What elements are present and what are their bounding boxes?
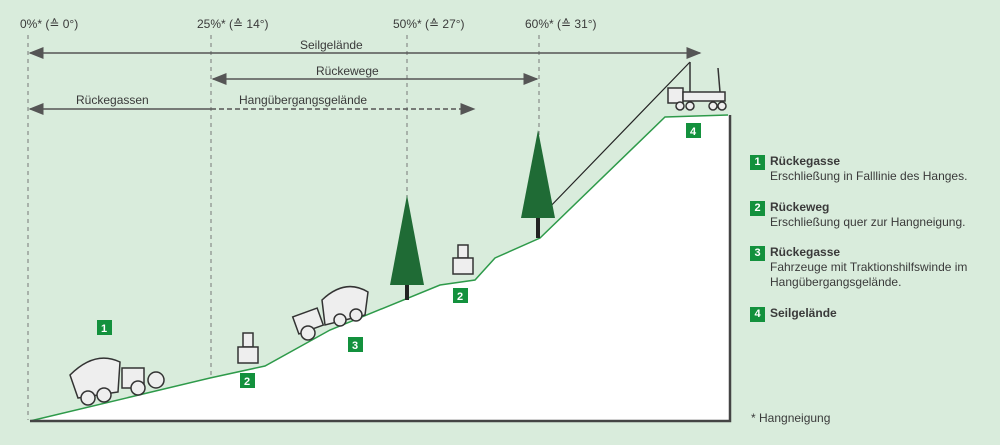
legend-item-4: 4 Seilgelände — [750, 306, 837, 322]
rueckegassen-label: Rückegassen — [76, 93, 149, 107]
forwarder-icon — [69, 357, 165, 406]
legend-title: Rückegasse — [770, 154, 841, 168]
forwarder-icon — [291, 285, 369, 341]
tree-icon — [390, 195, 424, 300]
slope-label-0: 0%* (≙ 0°) — [20, 17, 78, 31]
tractor-icon — [452, 244, 474, 275]
seil-label: Seilgelände — [300, 38, 363, 52]
slope-label-50: 50%* (≙ 27°) — [393, 17, 465, 31]
tractor-icon — [237, 332, 259, 364]
cable-line — [544, 61, 691, 213]
slope-label-25: 25%* (≙ 14°) — [197, 17, 269, 31]
hang-label: Hangübergangsgelände — [239, 93, 367, 107]
marker-4: 4 — [686, 123, 701, 138]
hillside — [30, 115, 730, 421]
marker-2b: 2 — [453, 288, 468, 303]
legend-badge: 1 — [750, 155, 765, 170]
svg-text:2: 2 — [244, 376, 250, 388]
cable-yarder-icon — [667, 62, 727, 111]
legend-badge: 4 — [750, 307, 765, 322]
tree-icon — [521, 130, 555, 238]
marker-2: 2 — [240, 373, 255, 388]
legend-title: Rückeweg — [770, 200, 830, 214]
svg-text:1: 1 — [101, 323, 107, 335]
svg-text:3: 3 — [352, 340, 358, 352]
marker-1: 1 — [97, 320, 112, 335]
svg-text:4: 4 — [690, 126, 697, 138]
legend-desc: Erschließung in Falllinie des Hanges. — [770, 169, 968, 183]
legend-title: Rückegasse — [770, 245, 841, 259]
rueckewege-label: Rückewege — [316, 64, 379, 78]
svg-text:2: 2 — [457, 291, 463, 303]
marker-3: 3 — [348, 337, 363, 352]
footnote: * Hangneigung — [751, 411, 831, 425]
legend-badge: 3 — [750, 246, 765, 261]
legend-desc: Fahrzeuge mit Traktionshilfswinde im Han… — [770, 260, 968, 289]
legend-badge: 2 — [750, 201, 765, 216]
legend-title: Seilgelände — [770, 306, 837, 320]
slope-label-60: 60%* (≙ 31°) — [525, 17, 597, 31]
legend-desc: Erschließung quer zur Hangneigung. — [770, 215, 966, 229]
